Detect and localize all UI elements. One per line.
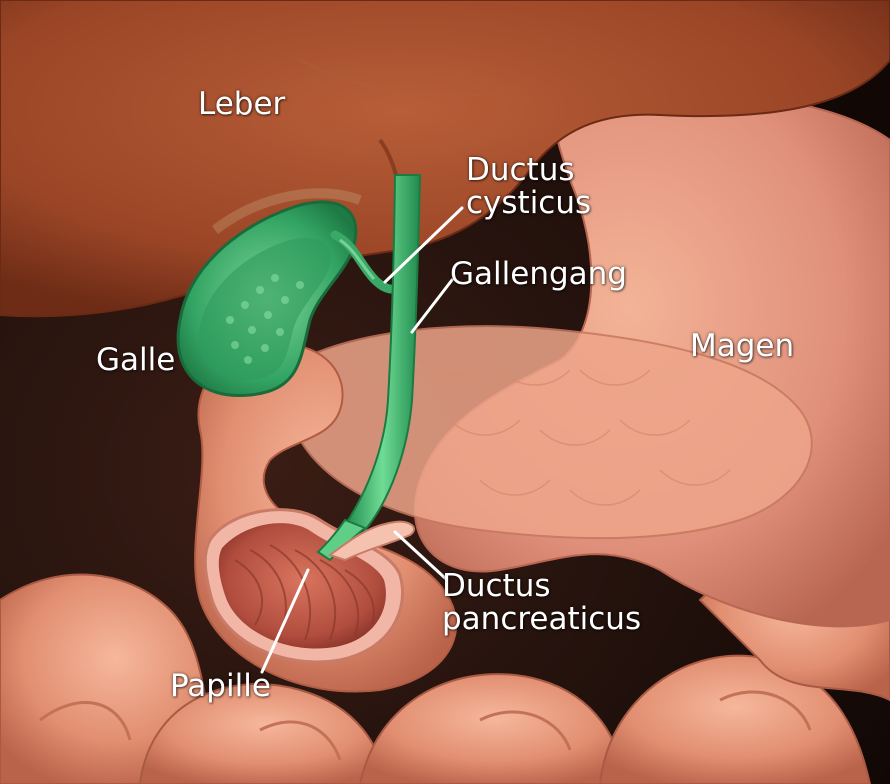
label-ductus-pancreaticus: Ductus pancreaticus	[442, 570, 641, 635]
label-ductus-pancreaticus-line1: Ductus	[442, 568, 551, 604]
label-gallengang-text: Gallengang	[450, 256, 627, 292]
leader-papille	[260, 568, 310, 674]
gallbladder	[176, 188, 362, 398]
common-bile-duct	[343, 174, 422, 532]
bile-duct-ampulla	[316, 518, 367, 562]
label-papille: Papille	[170, 670, 271, 703]
leader-ductus-pancreaticus	[393, 530, 447, 580]
label-magen-text: Magen	[690, 328, 795, 364]
label-ductus-cysticus-line2: cysticus	[466, 184, 592, 221]
label-leber-text: Leber	[198, 86, 286, 122]
label-magen: Magen	[690, 330, 794, 363]
small-intestine	[0, 549, 890, 784]
label-galle-text: Galle	[96, 342, 176, 378]
label-ductus-cysticus: Ductus cysticus	[466, 154, 591, 219]
pancreas-texture	[419, 359, 731, 506]
pancreatic-duct	[327, 520, 415, 562]
label-ductus-cysticus-line1: Ductus	[466, 152, 575, 188]
label-papille-text: Papille	[170, 668, 271, 704]
label-gallengang: Gallengang	[450, 258, 627, 291]
leader-ductus-cysticus	[383, 206, 464, 284]
label-leber: Leber	[198, 88, 285, 121]
leader-gallengang	[410, 278, 454, 334]
liver	[0, 0, 890, 318]
leader-lines	[260, 206, 464, 674]
label-ductus-pancreaticus-line2: pancreaticus	[442, 600, 642, 637]
label-galle: Galle	[96, 344, 175, 377]
pancreas	[299, 325, 813, 540]
